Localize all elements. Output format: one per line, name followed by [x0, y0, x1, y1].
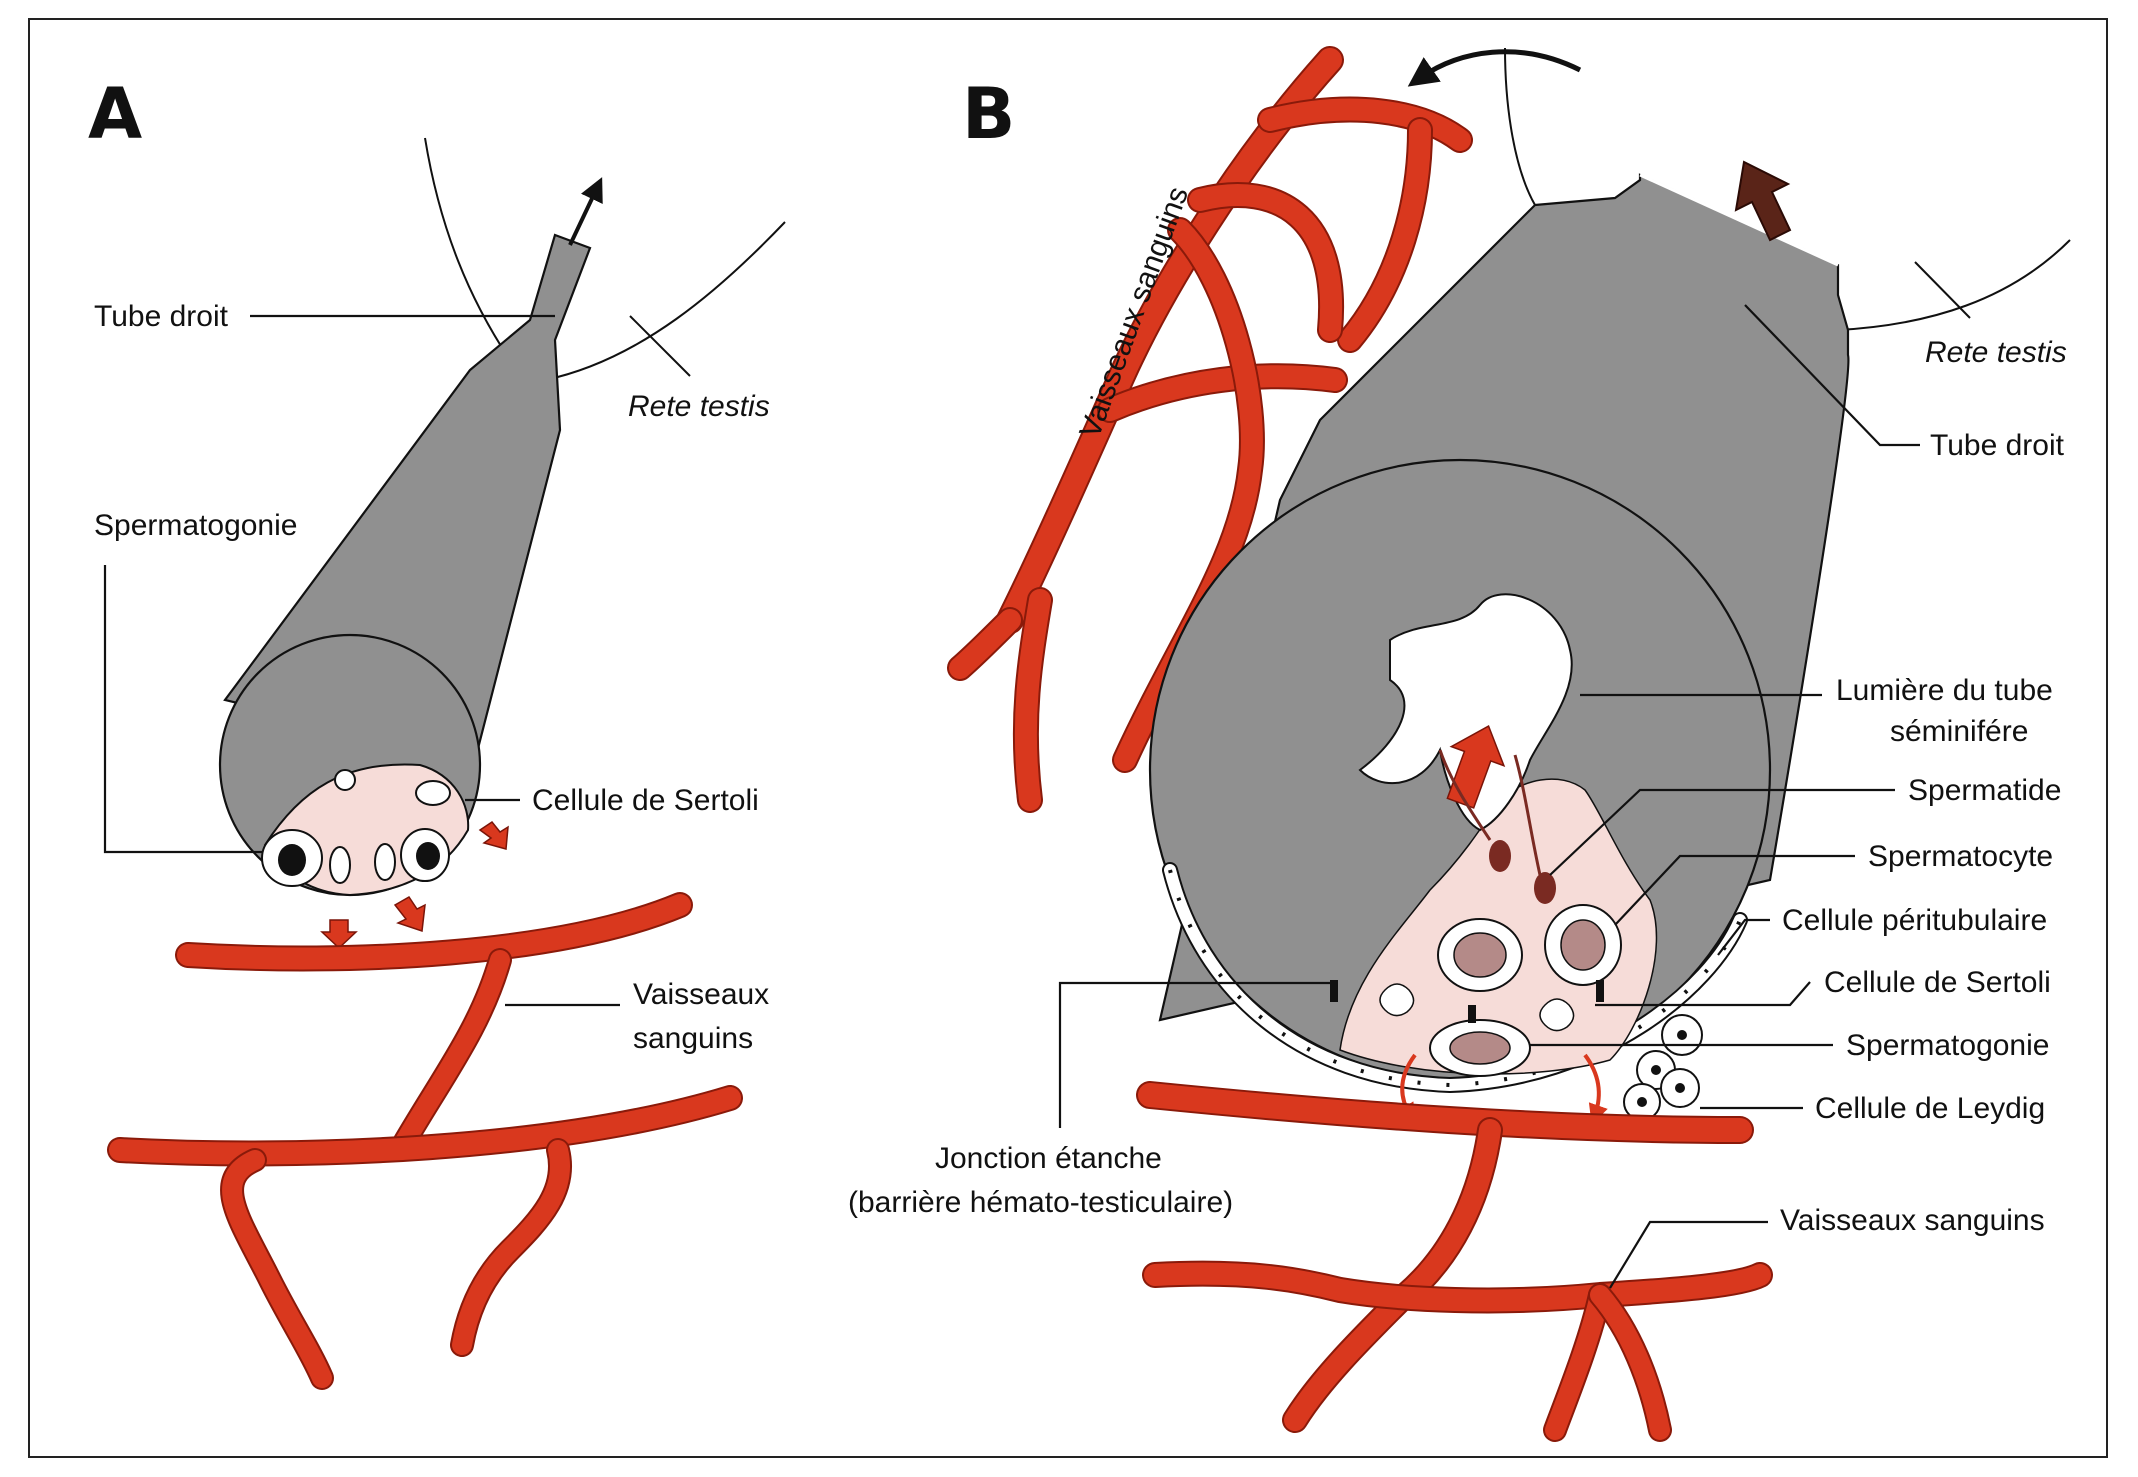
leader-spermatocyte-b	[1614, 854, 1855, 926]
label-jonction-b-2: (barrière hémato-testiculaire)	[848, 1186, 1233, 1219]
residual-body-b1	[1379, 983, 1415, 1017]
red-arrow-a1	[320, 919, 358, 950]
spermatocyte-nucleus-b2	[1560, 919, 1606, 971]
label-lumiere-b-2: séminifére	[1890, 715, 2028, 748]
red-arrow-b2	[1583, 1053, 1608, 1125]
sertoli-apex-a	[334, 769, 356, 791]
rete-testis-tick-a	[629, 315, 691, 377]
label-leydig-b: Cellule de Leydig	[1815, 1092, 2045, 1125]
leader-jonction-b	[1058, 981, 1330, 1128]
rete-testis-curve-a2	[544, 221, 786, 381]
exit-arrow-b	[1734, 160, 1792, 242]
label-spermatide-b: Spermatide	[1908, 774, 2061, 807]
leader-tube-droit-b	[1744, 304, 1920, 447]
panel-a-letter: A	[88, 73, 142, 155]
tubule-cut-edge-b	[1639, 173, 1839, 267]
exit-arrow-a	[568, 177, 603, 246]
tight-junction-b1	[1330, 980, 1338, 1002]
spermatogonia-nucleus-a1	[278, 844, 306, 876]
leader-vaisseaux-b-bottom	[1609, 1220, 1768, 1289]
panel-b-letter: B	[962, 73, 1015, 155]
rete-testis-curve-b1	[1504, 47, 1536, 206]
label-spermatocyte-b: Spermatocyte	[1868, 840, 2053, 873]
label-vaisseaux-b-bottom: Vaisseaux sanguins	[1780, 1204, 2045, 1237]
label-vaisseaux-a-2: sanguins	[633, 1022, 753, 1055]
red-arrow-lumen-b	[1446, 725, 1506, 809]
spermatogonia-nucleus-a4	[416, 842, 440, 870]
red-arrow-a3	[478, 820, 509, 850]
peritubular-layer-b	[1162, 862, 1748, 1094]
label-jonction-b-1: Jonction étanche	[935, 1142, 1162, 1175]
label-spermatogonie-b: Spermatogonie	[1846, 1029, 2049, 1062]
spermatid-tail-b2	[1513, 754, 1542, 876]
sertoli-nucleus-a	[415, 780, 451, 806]
spermatid-head-b1	[1489, 840, 1511, 872]
spermatid-tail-b1	[1438, 749, 1492, 841]
residual-body-b2	[1539, 998, 1575, 1032]
panel-a: A	[88, 73, 786, 1390]
label-lumiere-b-1: Lumière du tube	[1836, 674, 2053, 707]
label-spermatogonie-a: Spermatogonie	[94, 509, 297, 542]
blood-vessels-b-bottom	[1136, 1081, 1773, 1442]
red-arrow-a2	[393, 896, 426, 933]
label-tube-droit-b: Tube droit	[1930, 429, 2065, 462]
tight-junction-b3	[1596, 980, 1604, 1002]
rete-testis-curve-a1	[424, 137, 511, 361]
label-peritubulaire-b: Cellule péritubulaire	[1782, 904, 2047, 937]
spermatogonia-nucleus-b	[1449, 1031, 1511, 1065]
label-tube-droit-a: Tube droit	[94, 300, 229, 333]
leader-spermatogonie-a	[103, 565, 262, 854]
label-sertoli-b: Cellule de Sertoli	[1824, 966, 2051, 999]
spermatocyte-nucleus-b1	[1453, 932, 1507, 978]
rete-testis-tick-b	[1914, 261, 1971, 319]
germ-cell-a3	[374, 843, 396, 881]
leader-peritubulaire-b	[1717, 918, 1770, 956]
rotation-arrow-b	[1407, 49, 1582, 87]
spermatid-head-b2	[1534, 872, 1556, 904]
leader-sertoli-b	[1595, 981, 1811, 1007]
label-sertoli-a: Cellule de Sertoli	[532, 784, 759, 817]
tight-junction-b2	[1468, 1005, 1476, 1023]
label-vaisseaux-a-1: Vaisseaux	[633, 978, 769, 1011]
germ-cell-a2	[329, 846, 351, 884]
figure-frame	[28, 18, 2108, 1458]
rete-testis-curve-b2	[1837, 239, 2071, 331]
blood-vessels-b-top	[947, 46, 1473, 813]
panel-b: B	[848, 46, 2071, 1442]
label-rete-testis-a: Rete testis	[628, 390, 770, 423]
label-rete-testis-b: Rete testis	[1925, 336, 2067, 369]
blood-vessels-a	[107, 892, 743, 1390]
leader-spermatide-b	[1549, 788, 1895, 876]
